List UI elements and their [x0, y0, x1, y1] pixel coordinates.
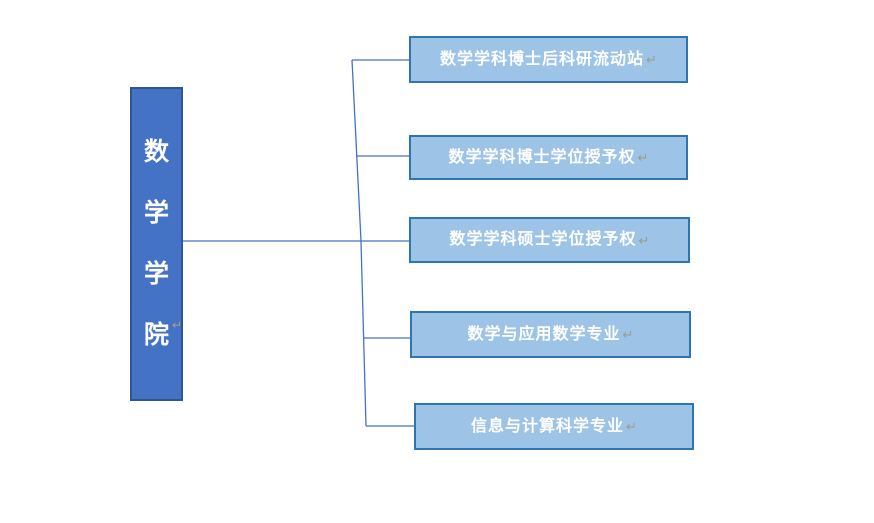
paragraph-return-icon: ↵: [622, 327, 634, 342]
paragraph-return-icon: ↵: [626, 419, 637, 434]
root-char: 学: [143, 199, 169, 227]
root-char: 学: [143, 260, 169, 288]
paragraph-return-icon: ↵: [637, 150, 649, 165]
node-math-school[interactable]: 数 学 学 院 ↵: [130, 87, 183, 401]
node-label: 数学学科硕士学位授予权: [449, 231, 637, 248]
root-char: 院: [143, 321, 169, 349]
node-label: 信息与计算科学专业: [471, 417, 625, 435]
connector-trunk: [351, 59, 367, 427]
node-label: 数学学科博士后科研流动站: [440, 50, 645, 68]
node-applied-math-major[interactable]: 数学与应用数学专业 ↵: [410, 311, 691, 358]
paragraph-return-icon: ↵: [171, 318, 182, 332]
paragraph-return-icon: ↵: [646, 52, 657, 67]
node-label: 数学学科博士学位授予权: [448, 148, 636, 166]
node-postdoc-research-station[interactable]: 数学学科博士后科研流动站 ↵: [409, 36, 688, 83]
root-char: 数: [143, 138, 169, 166]
paragraph-return-icon: ↵: [638, 232, 650, 248]
node-label: 数学与应用数学专业: [467, 325, 621, 343]
node-info-computing-science-major[interactable]: 信息与计算科学专业 ↵: [414, 403, 694, 450]
node-doctoral-degree-authority[interactable]: 数学学科博士学位授予权 ↵: [409, 135, 688, 180]
node-master-degree-authority[interactable]: 数学学科硕士学位授予权 ↵: [409, 217, 690, 263]
